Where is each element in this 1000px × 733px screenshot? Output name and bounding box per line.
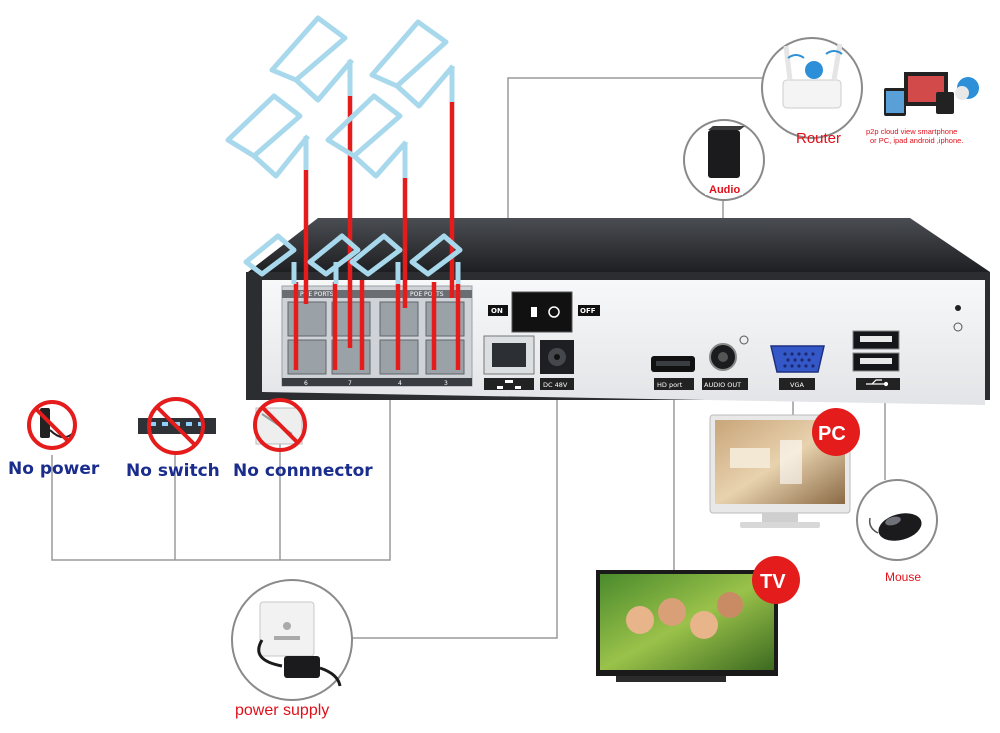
no-switch-label: No switch xyxy=(126,461,220,481)
network-icon xyxy=(497,380,521,389)
nvr-top xyxy=(248,218,990,272)
wifi-icon xyxy=(787,50,843,59)
camera-icon xyxy=(269,15,354,103)
router-device xyxy=(761,37,863,139)
poe-port[interactable] xyxy=(287,339,327,375)
port-number: 3 xyxy=(444,380,448,387)
mouse-device xyxy=(856,479,938,561)
router-label: Router xyxy=(796,130,841,147)
camera-icon xyxy=(409,233,463,284)
camera-cables xyxy=(293,95,461,370)
no-switch-icon xyxy=(138,397,216,455)
camera-icon xyxy=(369,19,455,109)
port-number: 7 xyxy=(348,380,352,387)
power-supply-device xyxy=(231,579,353,701)
camera-icon xyxy=(243,233,297,284)
mouse-label: Mouse xyxy=(885,570,921,584)
port-number: 4 xyxy=(398,380,402,387)
cloud-text-line2: or PC, ipad android ,iphone. xyxy=(870,136,963,145)
cloud-text-line1: p2p cloud view smartphone xyxy=(866,127,957,136)
camera-icon xyxy=(307,233,361,284)
audio-out-label: AUDIO OUT xyxy=(704,381,741,389)
camera-icon xyxy=(325,93,408,179)
audio-label: Audio xyxy=(709,184,740,196)
tv-screen xyxy=(596,556,800,682)
ip-cameras xyxy=(225,15,463,284)
hdmi-label: HD port xyxy=(657,381,683,389)
power-switch[interactable] xyxy=(511,291,573,333)
no-connector-icon xyxy=(253,398,307,452)
audio-speaker xyxy=(683,119,765,201)
no-power-icon xyxy=(27,400,77,450)
pc-badge: PC xyxy=(818,423,846,445)
poe-ports-label-left: POE PORTS xyxy=(300,291,334,298)
p2p-devices-image xyxy=(884,72,979,116)
port-number: 6 xyxy=(304,380,308,387)
vga-port[interactable] xyxy=(770,345,825,373)
poe-ports-label-right: POE PORTS xyxy=(410,291,444,298)
poe-port[interactable] xyxy=(287,301,327,337)
pc-monitor xyxy=(709,408,860,528)
power-supply-label: power supply xyxy=(235,702,329,719)
camera-icon xyxy=(225,93,310,179)
dc-label: DC 48V xyxy=(543,381,568,389)
tv-badge: TV xyxy=(760,571,786,593)
usb-icon xyxy=(866,379,889,387)
no-connector-label: No connnector xyxy=(233,461,373,481)
no-power-label: No power xyxy=(8,459,100,479)
switch-on-label: ON xyxy=(491,307,503,315)
nvr-recorder: POE PORTS POE PORTS 6 7 4 3 ON OFF xyxy=(246,218,990,405)
camera-icon xyxy=(349,233,403,284)
switch-off-label: OFF xyxy=(580,307,596,315)
vga-label: VGA xyxy=(790,381,804,389)
